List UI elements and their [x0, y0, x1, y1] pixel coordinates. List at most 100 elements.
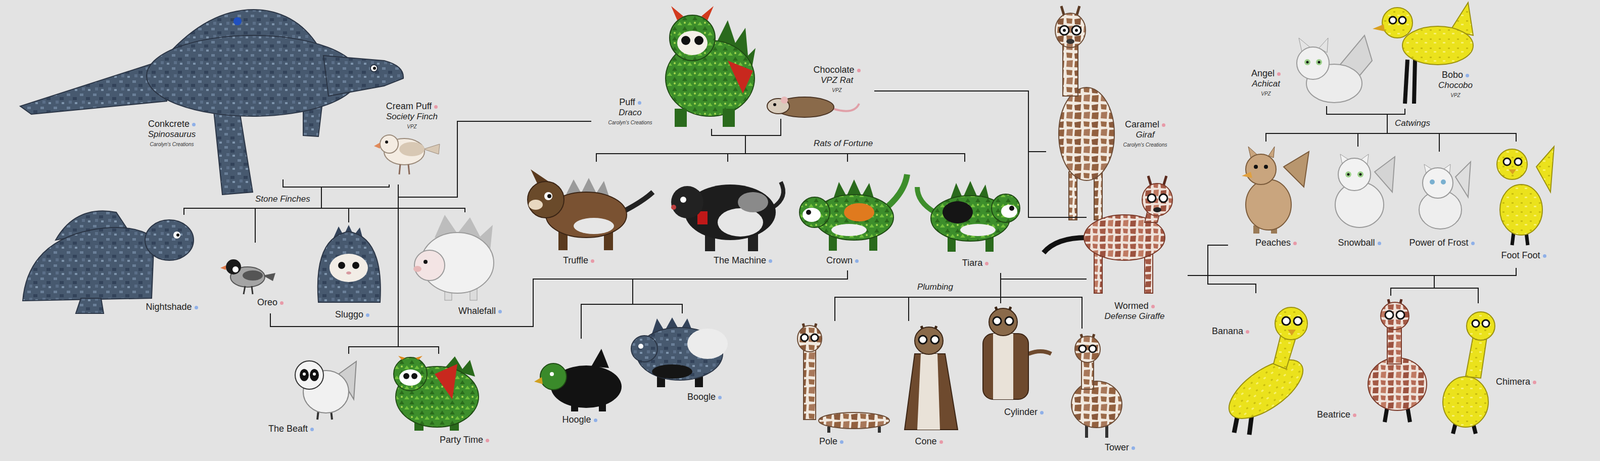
tiara-figure	[917, 180, 1020, 252]
catwing-figure-part	[1245, 179, 1292, 230]
name-label: Party Time	[431, 434, 498, 446]
party-draco-figure-part	[398, 355, 406, 360]
catwing-figure	[1335, 154, 1395, 228]
giraffe-figure-part	[1074, 28, 1078, 32]
defense-giraffe-figure-part	[1142, 183, 1173, 216]
sex-dot	[1161, 123, 1166, 127]
label-line: Cream Puff	[373, 101, 450, 112]
lineage-line	[1434, 267, 1517, 304]
bird-figure-part	[251, 286, 253, 295]
sluggo-figure-part	[352, 261, 360, 269]
chimera-figure-part	[1442, 376, 1489, 428]
party-draco-figure-part	[403, 372, 410, 380]
creature-node: PuffDracoCarolyn's Creations	[591, 12, 756, 129]
sex-dot	[590, 259, 595, 263]
seal-figure	[22, 210, 194, 314]
creature-name: Cream Puff	[386, 101, 433, 112]
label-line: Cone	[898, 436, 960, 447]
tiara-figure-part	[917, 186, 935, 213]
label-line: Puff	[592, 97, 669, 108]
tiara-figure-part	[1009, 205, 1015, 211]
defense-giraffe-figure-part	[1147, 194, 1156, 203]
pole-figure-part	[811, 334, 819, 342]
source-credit: VPZ	[831, 87, 842, 93]
name-label: Oreo	[245, 297, 296, 308]
label-line: Draco	[592, 107, 669, 118]
creature-node: Cream PuffSociety FinchVPZ	[371, 98, 453, 185]
sex-dot	[984, 261, 989, 266]
creature-node: Hoogle	[535, 338, 627, 430]
creature-name: Wormed	[1114, 300, 1149, 311]
source-credit: Carolyn's Creations	[150, 141, 195, 148]
creature-node: Truffle	[520, 161, 657, 273]
giraffe-figure-part	[1094, 171, 1103, 220]
finch-figure-part	[399, 142, 425, 157]
creature-node: Tiara	[912, 161, 1024, 273]
cylinder-figure-part	[993, 316, 1002, 325]
name-label: Chimera	[1493, 376, 1539, 388]
lineage-line	[1028, 151, 1087, 218]
tiara-figure-part	[960, 223, 996, 237]
hoogle-figure-part	[591, 348, 609, 368]
creature-node: Chimera	[1440, 303, 1567, 435]
sex-dot	[279, 301, 284, 305]
beaft-figure	[295, 360, 357, 420]
boogle-figure-part	[687, 328, 728, 359]
lineage-line	[727, 118, 781, 162]
party-draco-figure-part	[434, 363, 458, 400]
hoogle-figure-part	[540, 363, 567, 390]
whalefall-figure-part	[414, 250, 445, 281]
creature-node: Boogle	[629, 313, 741, 415]
finch-figure-part	[408, 164, 410, 175]
draco-figure-part	[677, 30, 708, 56]
name-label: Hoogle	[544, 414, 616, 426]
group-label: Stone Finches	[255, 194, 311, 205]
crown-figure-part	[802, 207, 821, 222]
crown-figure	[799, 174, 908, 251]
species-name: Achicat	[1251, 78, 1281, 89]
giraffe-figure-part	[1055, 13, 1086, 48]
spinosaurus-figure	[20, 9, 404, 195]
party-draco-figure	[393, 355, 479, 431]
creature-node: Cone	[894, 320, 966, 453]
creature-name: Cone	[914, 436, 937, 447]
sex-dot	[1471, 241, 1475, 246]
sex-dot	[1352, 413, 1357, 417]
bird-figure-part	[225, 259, 242, 275]
sex-dot	[593, 418, 598, 422]
label-line: Caramel	[1107, 119, 1184, 130]
beaft-figure-part	[309, 368, 319, 382]
boogle-figure-part	[651, 364, 693, 379]
lineage-line	[283, 179, 465, 213]
seal-figure-part	[145, 219, 194, 261]
bird-figure-part	[230, 266, 265, 288]
hoogle-figure-part	[534, 377, 543, 385]
catwing-figure	[1241, 146, 1309, 234]
name-label: Peaches	[1238, 237, 1314, 249]
catwing-figure	[1496, 146, 1555, 246]
label-line: Whalefall	[447, 305, 513, 317]
name-label: Foot Foot	[1488, 250, 1560, 261]
source-credit: VPZ	[406, 123, 417, 130]
truffle-figure-part	[547, 194, 552, 199]
label-line: Achicat	[1228, 78, 1304, 89]
cylinder-figure-part	[982, 333, 1029, 400]
banana-figure-part	[1293, 316, 1302, 325]
draco-figure-part	[681, 35, 691, 45]
whalefall-figure-part	[423, 259, 428, 264]
lineage-line	[398, 184, 439, 354]
creature-node: Cylinder	[967, 303, 1057, 430]
creature-name: Crown	[826, 255, 853, 266]
label-line: Society Finch	[373, 111, 450, 122]
name-label: WormedDefense Giraffe	[1091, 300, 1178, 321]
creature-node: BoboChocoboVPZ	[1374, 2, 1501, 109]
name-label: Sluggo	[321, 309, 383, 320]
machine-figure-part	[680, 196, 687, 203]
beatrice-figure-part	[1368, 357, 1427, 411]
creature-node: Banana	[1210, 293, 1312, 440]
sex-dot	[1542, 254, 1547, 258]
creature-node: AngelAchicatVPZ	[1222, 30, 1370, 107]
chocobo-figure-part	[1398, 16, 1406, 24]
truffle-figure-part	[573, 217, 615, 234]
bird-figure-part	[242, 270, 263, 281]
